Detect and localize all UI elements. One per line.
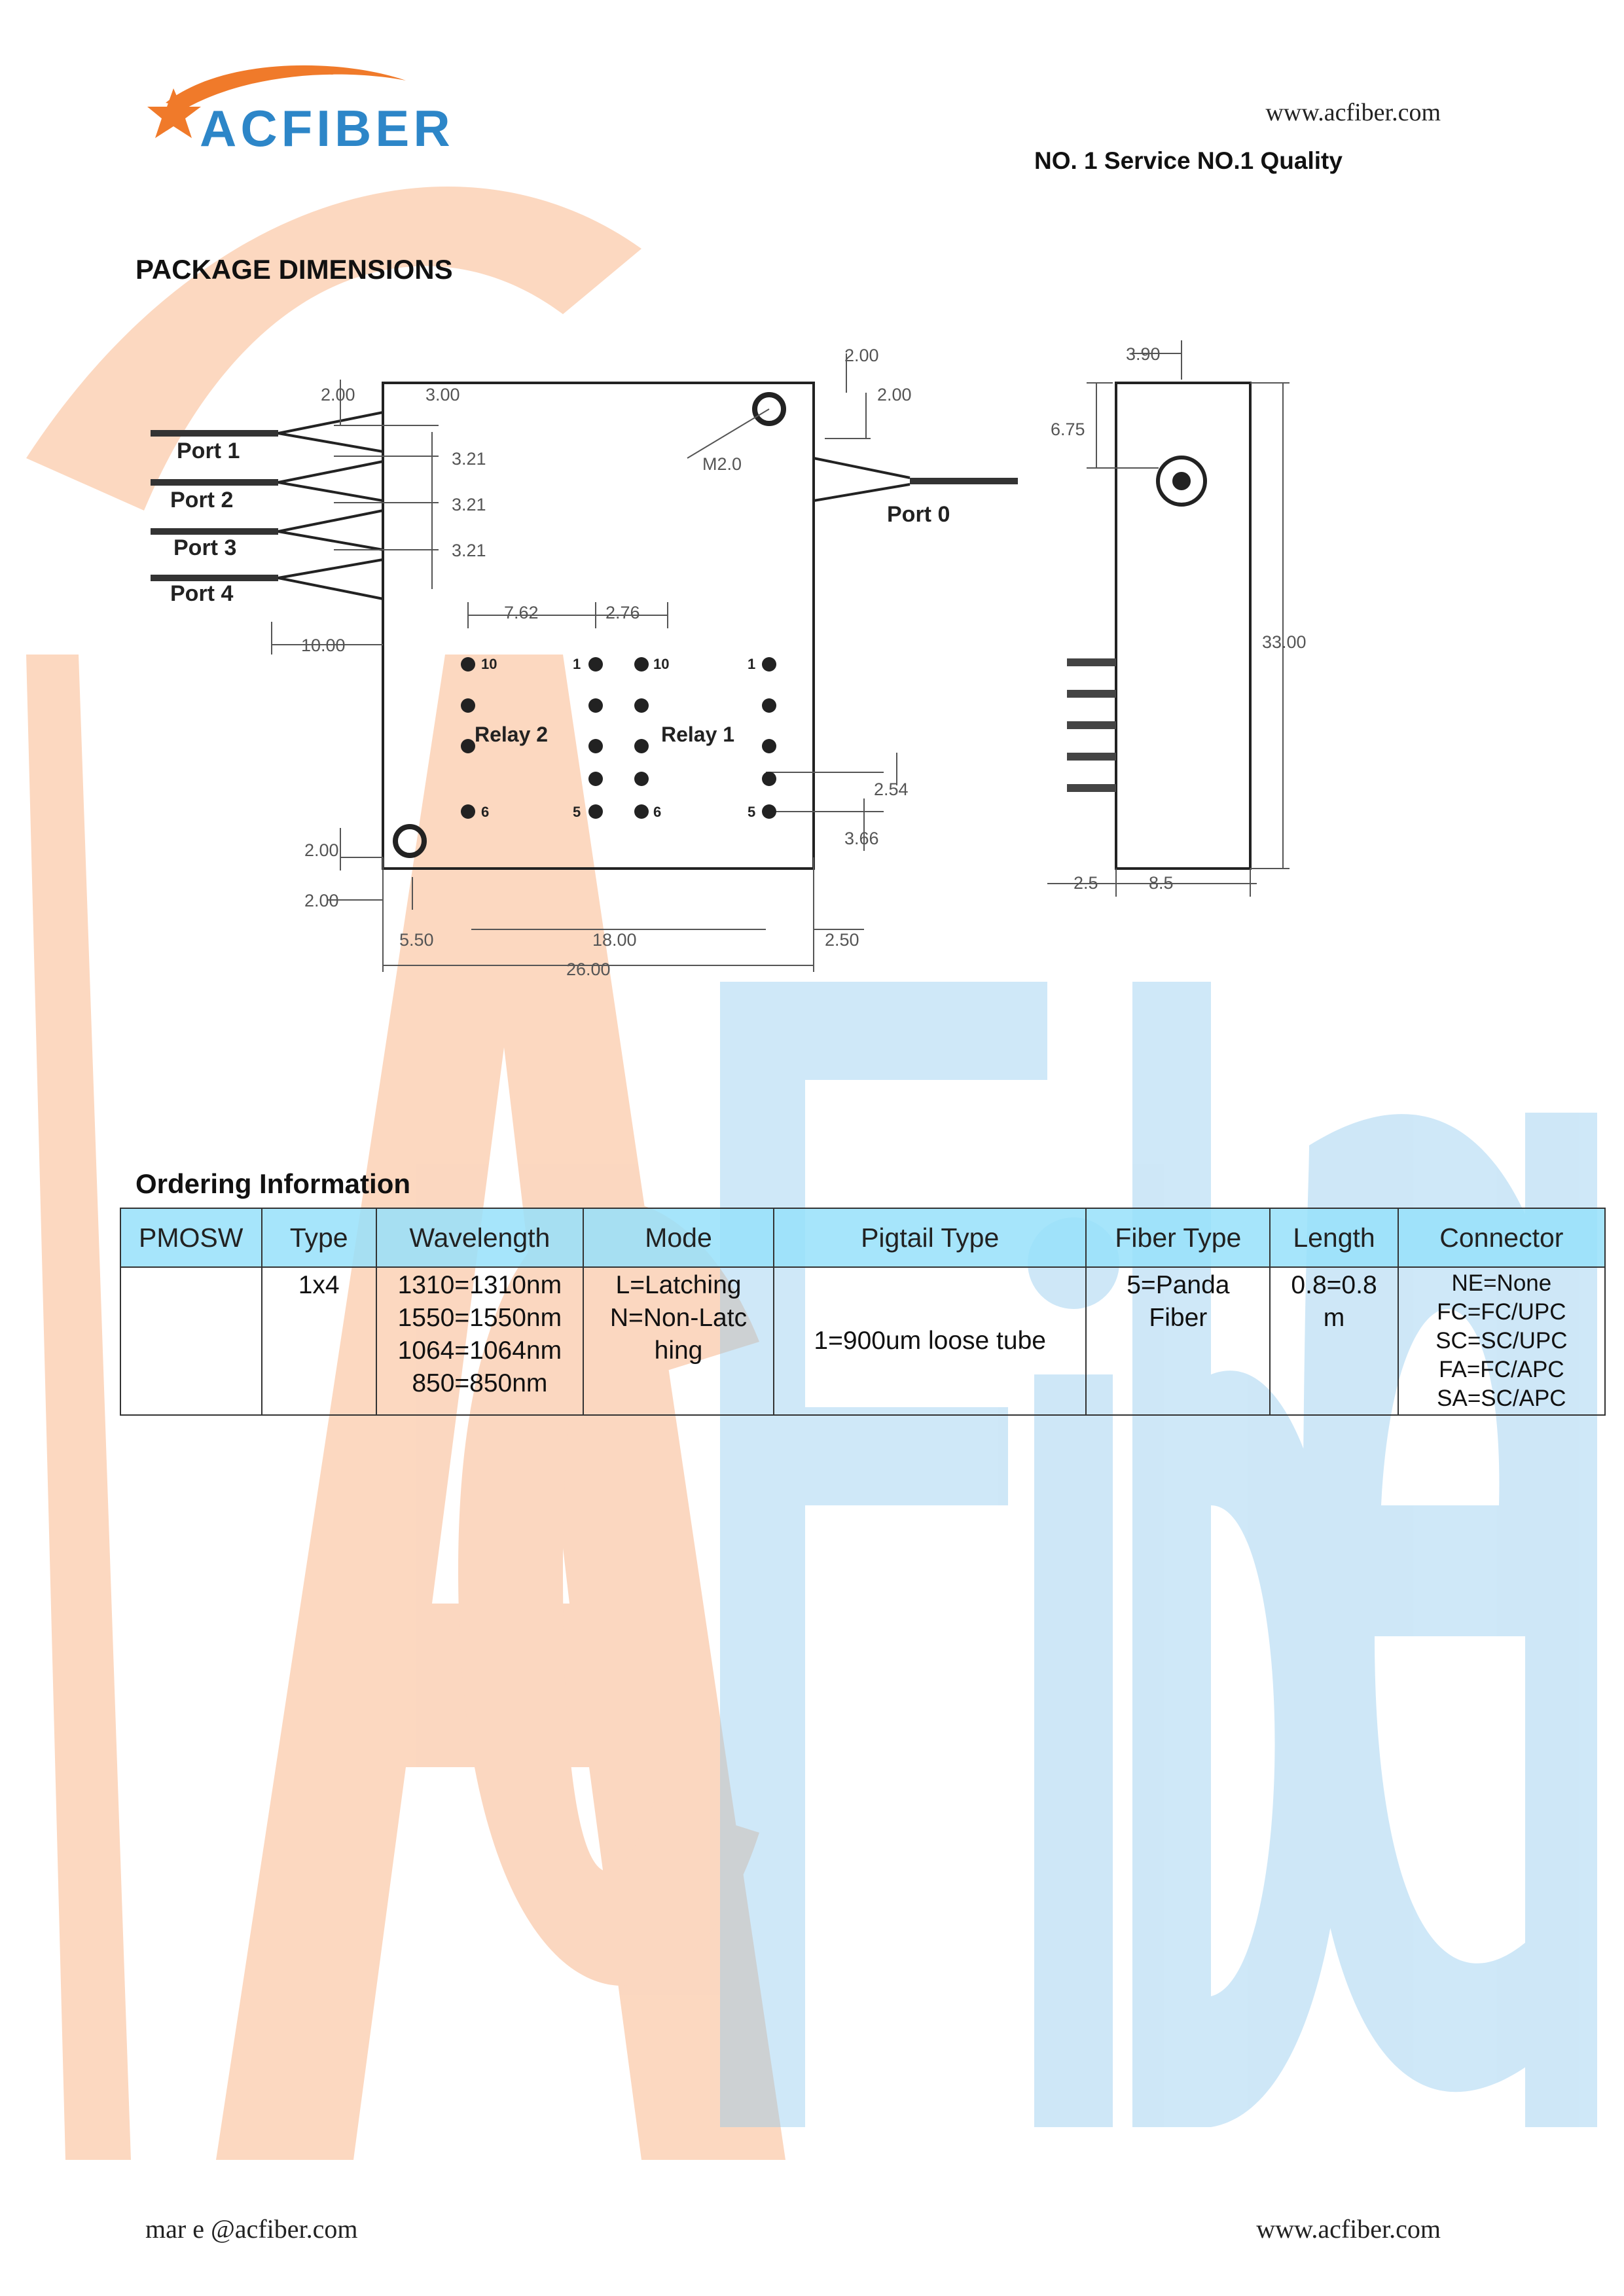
ordering-data-row: 1x4 1310=1310nm 1550=1550nm 1064=1064nm …	[120, 1267, 1606, 1416]
svg-text:2.5: 2.5	[1074, 873, 1098, 893]
svg-text:8.5: 8.5	[1149, 873, 1174, 893]
svg-text:10: 10	[653, 656, 669, 672]
port-4-label: Port 4	[170, 581, 233, 606]
svg-text:2.76: 2.76	[605, 603, 640, 622]
port-0-label: Port 0	[887, 502, 950, 527]
cell-pmosw	[120, 1267, 262, 1416]
svg-text:18.00: 18.00	[592, 930, 637, 950]
svg-text:M2.0: M2.0	[702, 454, 742, 474]
relay-2-label: Relay 2	[475, 723, 548, 746]
svg-text:6: 6	[481, 804, 489, 820]
port-3-label: Port 3	[173, 535, 236, 560]
cell-length: 0.8=0.8 m	[1269, 1267, 1399, 1416]
col-fiber-type: Fiber Type	[1085, 1208, 1271, 1268]
svg-text:3.21: 3.21	[452, 541, 486, 560]
svg-text:3.21: 3.21	[452, 449, 486, 469]
col-length: Length	[1269, 1208, 1399, 1268]
col-pmosw: PMOSW	[120, 1208, 262, 1268]
svg-text:10.00: 10.00	[301, 636, 346, 655]
svg-text:26.00: 26.00	[566, 960, 611, 979]
svg-text:3.90: 3.90	[1126, 344, 1161, 364]
ordering-header-row: PMOSW Type Wavelength Mode Pigtail Type …	[120, 1208, 1606, 1268]
dimension-labels: 2.00 3.00 3.21 3.21 3.21 10.00 7.62 2.76…	[301, 344, 1307, 979]
cell-fiber: 5=Panda Fiber	[1085, 1267, 1271, 1416]
svg-text:2.50: 2.50	[825, 930, 859, 950]
port-1-label: Port 1	[177, 439, 240, 463]
svg-text:5: 5	[573, 804, 581, 820]
col-connector: Connector	[1397, 1208, 1606, 1268]
svg-text:10: 10	[481, 656, 497, 672]
col-mode: Mode	[582, 1208, 775, 1268]
col-pigtail-type: Pigtail Type	[773, 1208, 1087, 1268]
package-drawing: Port 1 Port 2 Port 3 Port 4 Port 0 Relay…	[151, 340, 1307, 979]
svg-text:3.00: 3.00	[425, 385, 460, 404]
svg-text:2.00: 2.00	[321, 385, 355, 404]
main-body-outline	[382, 382, 815, 870]
svg-text:33.00: 33.00	[1262, 632, 1307, 652]
footer-email[interactable]: mar e @acfiber.com	[145, 2214, 358, 2244]
svg-text:1: 1	[573, 656, 581, 672]
ordering-information-title: Ordering Information	[135, 1168, 410, 1199]
svg-text:2.00: 2.00	[844, 346, 879, 365]
svg-text:6: 6	[653, 804, 661, 820]
footer-website[interactable]: www.acfiber.com	[1256, 2214, 1441, 2244]
col-type: Type	[261, 1208, 377, 1268]
svg-text:2.00: 2.00	[304, 840, 339, 860]
port-labels: Port 1 Port 2 Port 3 Port 4 Port 0 Relay…	[170, 439, 950, 746]
package-dimensions-title: PACKAGE DIMENSIONS	[135, 254, 453, 285]
svg-text:7.62: 7.62	[504, 603, 539, 622]
svg-text:5: 5	[748, 804, 755, 820]
svg-text:2.54: 2.54	[874, 780, 909, 799]
cell-mode: L=Latching N=Non-Latc hing	[582, 1267, 775, 1416]
svg-text:2.00: 2.00	[877, 385, 912, 404]
col-wavelength: Wavelength	[375, 1208, 584, 1268]
acfiber-logo: ACFIBER	[147, 65, 454, 157]
cell-connector: NE=None FC=FC/UPC SC=SC/UPC FA=FC/APC SA…	[1397, 1267, 1606, 1416]
svg-text:1: 1	[748, 656, 755, 672]
ordering-table: PMOSW Type Wavelength Mode Pigtail Type …	[120, 1208, 1606, 1416]
svg-text:5.50: 5.50	[399, 930, 434, 950]
svg-text:3.66: 3.66	[844, 829, 879, 848]
svg-text:2.00: 2.00	[304, 891, 339, 910]
side-body-outline	[1115, 382, 1252, 870]
cell-wavelength: 1310=1310nm 1550=1550nm 1064=1064nm 850=…	[375, 1267, 584, 1416]
cell-pigtail: 1=900um loose tube	[773, 1267, 1087, 1416]
relay-1-label: Relay 1	[661, 723, 734, 746]
header-tagline: NO. 1 Service NO.1 Quality	[1034, 147, 1343, 174]
port-2-label: Port 2	[170, 488, 233, 512]
svg-text:ACFIBER: ACFIBER	[200, 99, 454, 157]
svg-text:6.75: 6.75	[1051, 420, 1085, 439]
svg-text:3.21: 3.21	[452, 495, 486, 514]
relay-pins	[461, 657, 776, 819]
cell-type: 1x4	[261, 1267, 377, 1416]
header-website: www.acfiber.com	[1265, 99, 1441, 126]
